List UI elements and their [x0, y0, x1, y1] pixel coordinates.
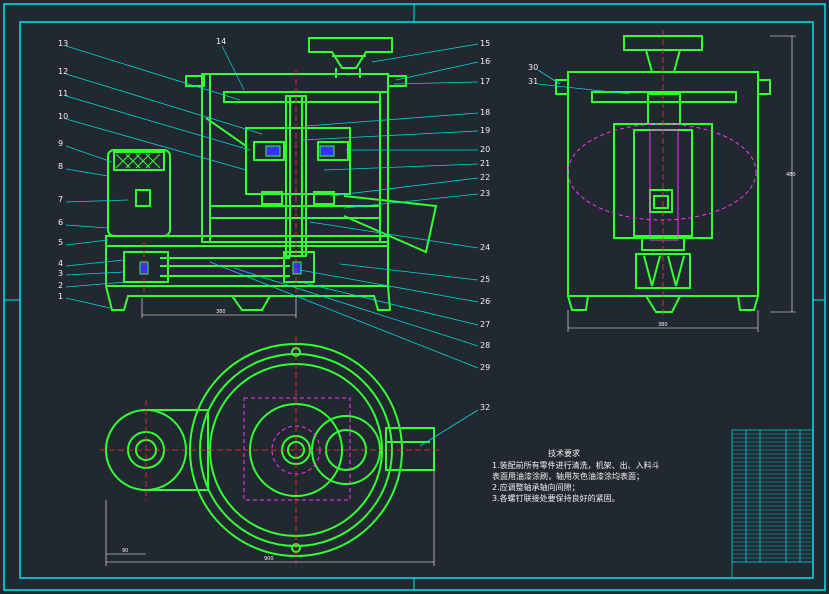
front-center-lines	[143, 70, 297, 292]
plan-dims	[105, 470, 435, 566]
side-plan-labels: 30 31 32	[480, 63, 538, 412]
part-label: 13	[58, 39, 68, 48]
plan-leader	[419, 409, 479, 447]
part-label: 5	[58, 238, 63, 247]
side-hidden-lines	[567, 123, 757, 241]
part-labels-left: 13 12 11 10 9 8 7 6 5 4 3 2 1 14	[58, 37, 226, 301]
part-label: 11	[58, 89, 68, 98]
part-label: 2	[58, 281, 63, 290]
part-label: 17	[480, 77, 490, 86]
part-label: 15	[480, 39, 490, 48]
part-label: 21	[480, 159, 490, 168]
part-label: 29	[480, 363, 490, 372]
plan-center-lines	[100, 336, 440, 564]
part-label: 16	[480, 57, 490, 66]
part-label: 32	[480, 403, 490, 412]
plan-small-dim: 90	[122, 548, 128, 554]
part-label: 25	[480, 275, 490, 284]
leaders-left	[65, 45, 263, 309]
notes-title: 技术要求	[548, 448, 580, 458]
side-height-dim: 480	[786, 172, 796, 178]
front-width-dim: 380	[216, 309, 226, 315]
inner-border	[19, 21, 814, 579]
notes-line: 1.装配前所有零件进行清洗，机架、出、入料斗	[492, 460, 660, 470]
part-label: 10	[58, 112, 68, 121]
side-leaders	[537, 69, 631, 95]
part-label: 23	[480, 189, 490, 198]
part-label: 19	[480, 126, 490, 135]
front-view	[105, 37, 438, 311]
side-width-dim: 380	[658, 322, 668, 328]
parts-list-rows	[732, 433, 813, 559]
part-label: 14	[216, 37, 226, 46]
motor-top-hatch	[115, 153, 161, 169]
part-label: 3	[58, 269, 63, 278]
part-label: 4	[58, 259, 63, 268]
plan-hidden-lines	[243, 397, 351, 501]
part-label: 24	[480, 243, 490, 252]
part-label: 18	[480, 108, 490, 117]
front-dim	[141, 296, 297, 318]
leaders-right	[209, 43, 479, 369]
part-label: 20	[480, 145, 490, 154]
notes-line: 2.应调整轴承轴向间隙；	[492, 482, 580, 492]
title-block	[731, 429, 814, 579]
plan-width-dim: 900	[264, 556, 274, 562]
part-label: 27	[480, 320, 490, 329]
side-dims	[567, 35, 796, 332]
technical-notes: 技术要求 1.装配前所有零件进行清洗，机架、出、入料斗 表面用油漆涂刷，轴用灰色…	[492, 448, 660, 503]
part-label: 12	[58, 67, 68, 76]
part-label: 30	[528, 63, 538, 72]
part-label: 1	[58, 292, 63, 301]
notes-line: 表面用油漆涂刷，轴用灰色油漆涂均表面；	[492, 471, 644, 481]
part-label: 31	[528, 77, 538, 86]
part-label: 26	[480, 297, 490, 306]
part-label: 8	[58, 162, 63, 171]
part-labels-right: 15 16 17 18 19 20 21 22 23 24 25 26 27 2…	[480, 39, 490, 372]
part-label: 7	[58, 195, 63, 204]
part-label: 28	[480, 341, 490, 350]
notes-line: 3.各螺钉联接处要保持良好的紧固。	[492, 493, 620, 503]
part-label: 6	[58, 218, 63, 227]
part-label: 22	[480, 173, 490, 182]
part-label: 9	[58, 139, 63, 148]
